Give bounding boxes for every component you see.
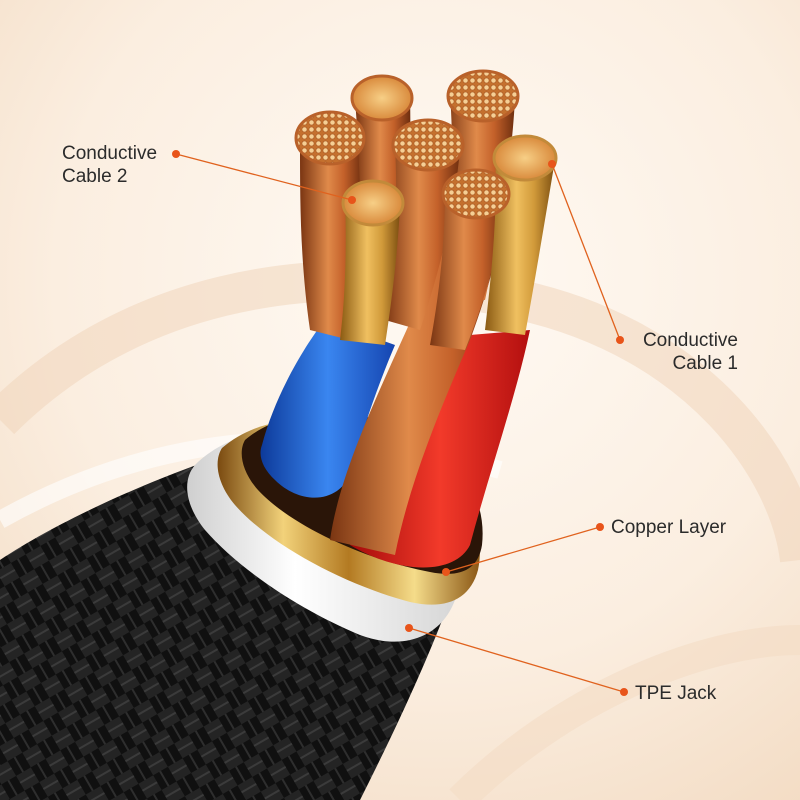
conductor-end-cap-1	[492, 134, 558, 182]
background-swirl	[449, 625, 800, 800]
label-line: Conductive	[62, 143, 158, 164]
strand-end-cap-middle	[391, 118, 465, 172]
leader-dot	[620, 688, 628, 696]
blue-insulation	[260, 320, 395, 498]
label-copper-layer: Copper Layer	[611, 516, 726, 539]
label-line: Cable 1	[672, 353, 739, 374]
leader-line-copper-layer	[445, 526, 601, 573]
label-line: TPE Jack	[635, 683, 717, 704]
conductor-end-cap-2	[341, 179, 405, 227]
copper-strand-middle	[385, 145, 460, 330]
leader-dot	[596, 523, 604, 531]
leader-dot	[405, 624, 413, 632]
leader-lines	[175, 153, 625, 693]
strand-end-cap-back-right	[446, 69, 520, 123]
leader-dot	[442, 568, 450, 576]
leader-dot	[172, 150, 180, 158]
leader-dots	[172, 150, 628, 696]
label-line: Copper Layer	[611, 517, 727, 538]
label-line: Conductive	[642, 330, 738, 351]
leader-line-conductive-cable-2	[175, 153, 353, 201]
label-line: Cable 2	[62, 166, 128, 187]
leader-dot	[616, 336, 624, 344]
leader-line-tpe-jack	[408, 627, 625, 693]
label-tpe-jack: TPE Jack	[635, 682, 716, 705]
gold-conductor-2	[340, 200, 400, 345]
copper-strand-front	[430, 190, 505, 350]
strand-end-cap-front	[441, 168, 511, 220]
leader-line-conductive-cable-1	[551, 163, 621, 341]
label-conductive-cable-1: Conductive Cable 1	[600, 329, 738, 375]
label-conductive-cable-2: Conductive Cable 2	[62, 142, 157, 188]
leader-dot	[548, 160, 556, 168]
leader-dot	[348, 196, 356, 204]
strand-end-cap-back-center	[350, 74, 414, 122]
strand-end-cap-back-left	[294, 110, 366, 166]
